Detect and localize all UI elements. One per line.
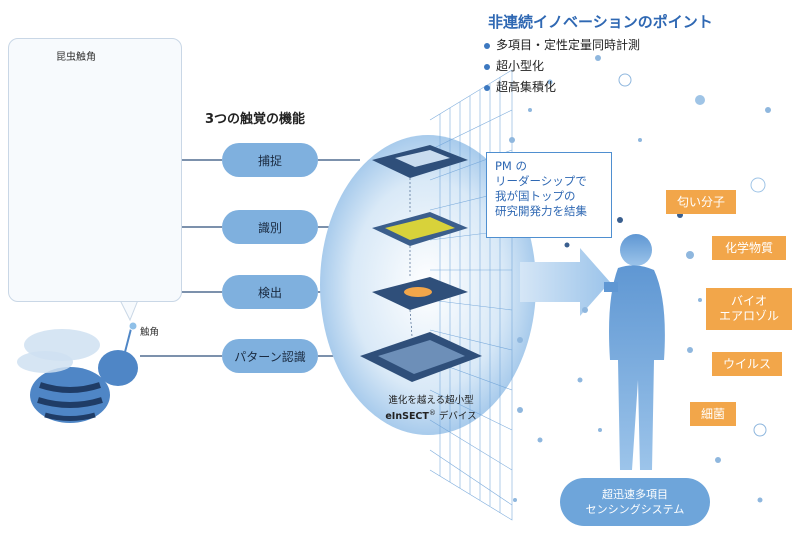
pm-line: 我が国トップの (495, 189, 576, 203)
point-item: 超小型化 (484, 57, 544, 74)
device-brand-mark: ® (428, 409, 436, 417)
bullet-icon (484, 63, 490, 70)
device-caption-line2: eInSECT® デバイス (366, 407, 496, 423)
flow-arrow (520, 248, 610, 316)
pm-line: リーダーシップで (495, 174, 587, 188)
target-virus: ウイルス (712, 352, 782, 376)
pm-line: PM の (495, 159, 528, 173)
function-capture-pill: 捕捉 (222, 143, 318, 177)
antenna-label: 触角 (140, 327, 160, 338)
sensing-system-pill: 超迅速多項目 センシングシステム (560, 478, 710, 526)
device-layers (360, 145, 482, 382)
bee-illustration (17, 321, 138, 423)
point-label: 超小型化 (496, 59, 545, 73)
device-caption: 進化を越える超小型 eInSECT® デバイス (366, 394, 496, 423)
device-brand: eInSECT (385, 411, 429, 423)
point-item: 超高集積化 (484, 78, 556, 95)
system-line1: 超迅速多項目 (601, 488, 668, 501)
bullet-icon (484, 42, 490, 49)
function-identify-pill: 識別 (222, 210, 318, 244)
point-label: 超高集積化 (496, 80, 557, 94)
target-bioaerosol: バイオエアロゾル (706, 288, 792, 330)
function-detect-pill: 検出 (222, 275, 318, 309)
system-line2: センシングシステム (585, 503, 685, 516)
target-chemical: 化学物質 (712, 236, 786, 260)
zoom-panel-title: 昆虫触角 (56, 52, 96, 63)
person-silhouette (604, 234, 665, 470)
bullet-icon (484, 84, 490, 91)
target-odor-molecule: 匂い分子 (666, 190, 736, 214)
antenna-zoom-panel (8, 38, 182, 302)
pm-line: 研究開発力を結集 (495, 204, 587, 218)
point-label: 多項目・定性定量同時計測 (496, 38, 641, 52)
device-suffix: デバイス (435, 411, 477, 423)
functions-title: 3つの触覚の機能 (205, 112, 306, 127)
points-title: 非連続イノベーションのポイント (488, 13, 713, 31)
device-caption-line1: 進化を越える超小型 (388, 395, 474, 406)
point-item: 多項目・定性定量同時計測 (484, 36, 640, 53)
pm-leadership-box: PM の リーダーシップで 我が国トップの 研究開発力を結集 (486, 152, 612, 238)
function-pattern-pill: パターン認識 (222, 339, 318, 373)
target-bacteria: 細菌 (690, 402, 736, 426)
